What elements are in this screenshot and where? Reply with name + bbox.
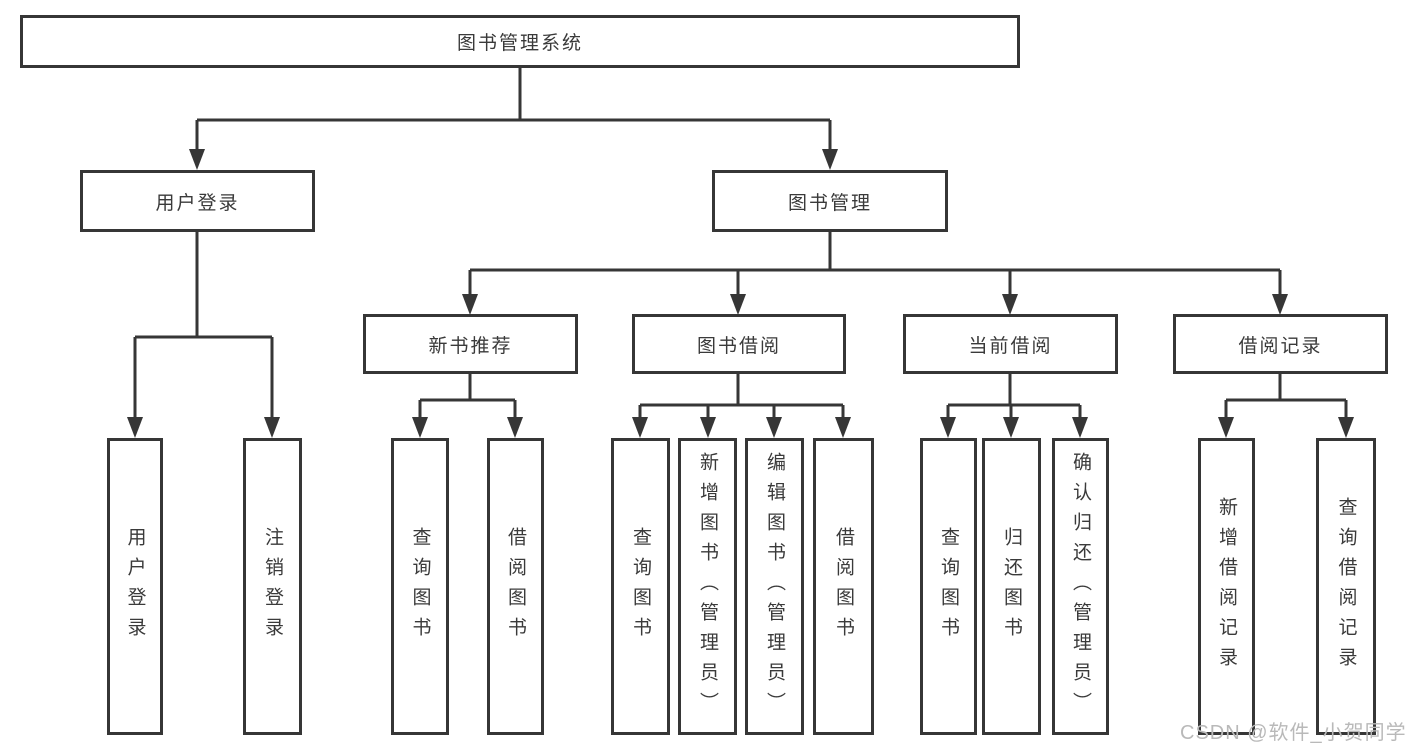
node-new-book-recommend: 新书推荐 [363,314,578,374]
node-current-borrow: 当前借阅 [903,314,1118,374]
arrow-down-icon [189,149,205,170]
arrow-down-icon [264,417,280,438]
connector-new-book-branch [418,373,517,420]
arrow-down-icon [940,417,956,438]
node-user-login-leaf-label: 用户登录 [124,526,146,647]
arrow-down-icon [632,417,648,438]
node-book-management-label: 图书管理 [787,192,872,214]
arrow-down-icon [766,417,782,438]
node-user-login-label: 用户登录 [155,192,240,214]
node-book-borrow: 图书借阅 [632,314,846,374]
node-query-borrow-record: 查询借阅记录 [1316,438,1376,735]
node-query-books-current: 查询图书 [920,438,977,735]
arrow-down-icon [1338,417,1354,438]
node-current-borrow-label: 当前借阅 [968,335,1053,357]
node-confirm-return-admin: 确认归还（管理员） [1052,438,1109,735]
node-logout-label: 注销登录 [262,526,283,647]
node-query-books-borrow: 查询图书 [611,438,670,735]
arrowheads [127,149,1354,438]
node-root-label: 图书管理系统 [456,33,583,54]
node-borrow-books-recommend-label: 借阅图书 [505,526,526,647]
arrow-down-icon [822,149,838,170]
connector-user-login-branch [133,232,274,420]
arrow-down-icon [1272,294,1288,315]
node-confirm-return-admin-label: 确认归还（管理员） [1070,451,1091,722]
node-query-books-recommend: 查询图书 [391,438,449,735]
connector-book-management-branch [468,232,1282,297]
node-new-book-recommend-label: 新书推荐 [428,335,513,357]
node-add-book-admin: 新增图书（管理员） [678,438,737,735]
node-query-books-recommend-label: 查询图书 [409,526,431,647]
connector-book-borrow-branch [638,373,845,420]
node-edit-book-admin-label: 编辑图书（管理员） [764,451,785,722]
connector-borrow-record-branch [1224,373,1348,420]
node-return-book-label: 归还图书 [1001,526,1022,647]
connector-root-branch [195,68,832,152]
arrow-down-icon [127,417,143,438]
connector-current-borrow-branch [946,373,1082,420]
arrow-down-icon [462,294,478,315]
arrow-down-icon [700,417,716,438]
arrow-down-icon [1003,417,1019,438]
node-add-borrow-record-label: 新增借阅记录 [1216,496,1237,677]
arrow-down-icon [1072,417,1088,438]
node-root: 图书管理系统 [20,15,1020,68]
node-query-borrow-record-label: 查询借阅记录 [1335,496,1357,677]
node-user-login: 用户登录 [80,170,315,232]
node-edit-book-admin: 编辑图书（管理员） [745,438,804,735]
node-add-borrow-record: 新增借阅记录 [1198,438,1255,735]
node-logout: 注销登录 [243,438,302,735]
node-borrow-books-label: 借阅图书 [833,526,854,647]
node-query-books-current-label: 查询图书 [938,526,959,647]
arrow-down-icon [1218,417,1234,438]
node-borrow-records: 借阅记录 [1173,314,1388,374]
node-book-management: 图书管理 [712,170,948,232]
node-query-books-borrow-label: 查询图书 [630,526,651,647]
node-borrow-books-recommend: 借阅图书 [487,438,544,735]
node-borrow-books: 借阅图书 [813,438,874,735]
node-return-book: 归还图书 [982,438,1041,735]
arrow-down-icon [730,294,746,315]
arrow-down-icon [412,417,428,438]
node-book-borrow-label: 图书借阅 [696,335,781,357]
watermark: CSDN @软件_小贺同学 [1180,722,1405,744]
node-add-book-admin-label: 新增图书（管理员） [697,451,718,722]
arrow-down-icon [835,417,851,438]
node-borrow-records-label: 借阅记录 [1238,335,1323,357]
node-user-login-leaf: 用户登录 [107,438,163,735]
arrow-down-icon [507,417,523,438]
arrow-down-icon [1002,294,1018,315]
